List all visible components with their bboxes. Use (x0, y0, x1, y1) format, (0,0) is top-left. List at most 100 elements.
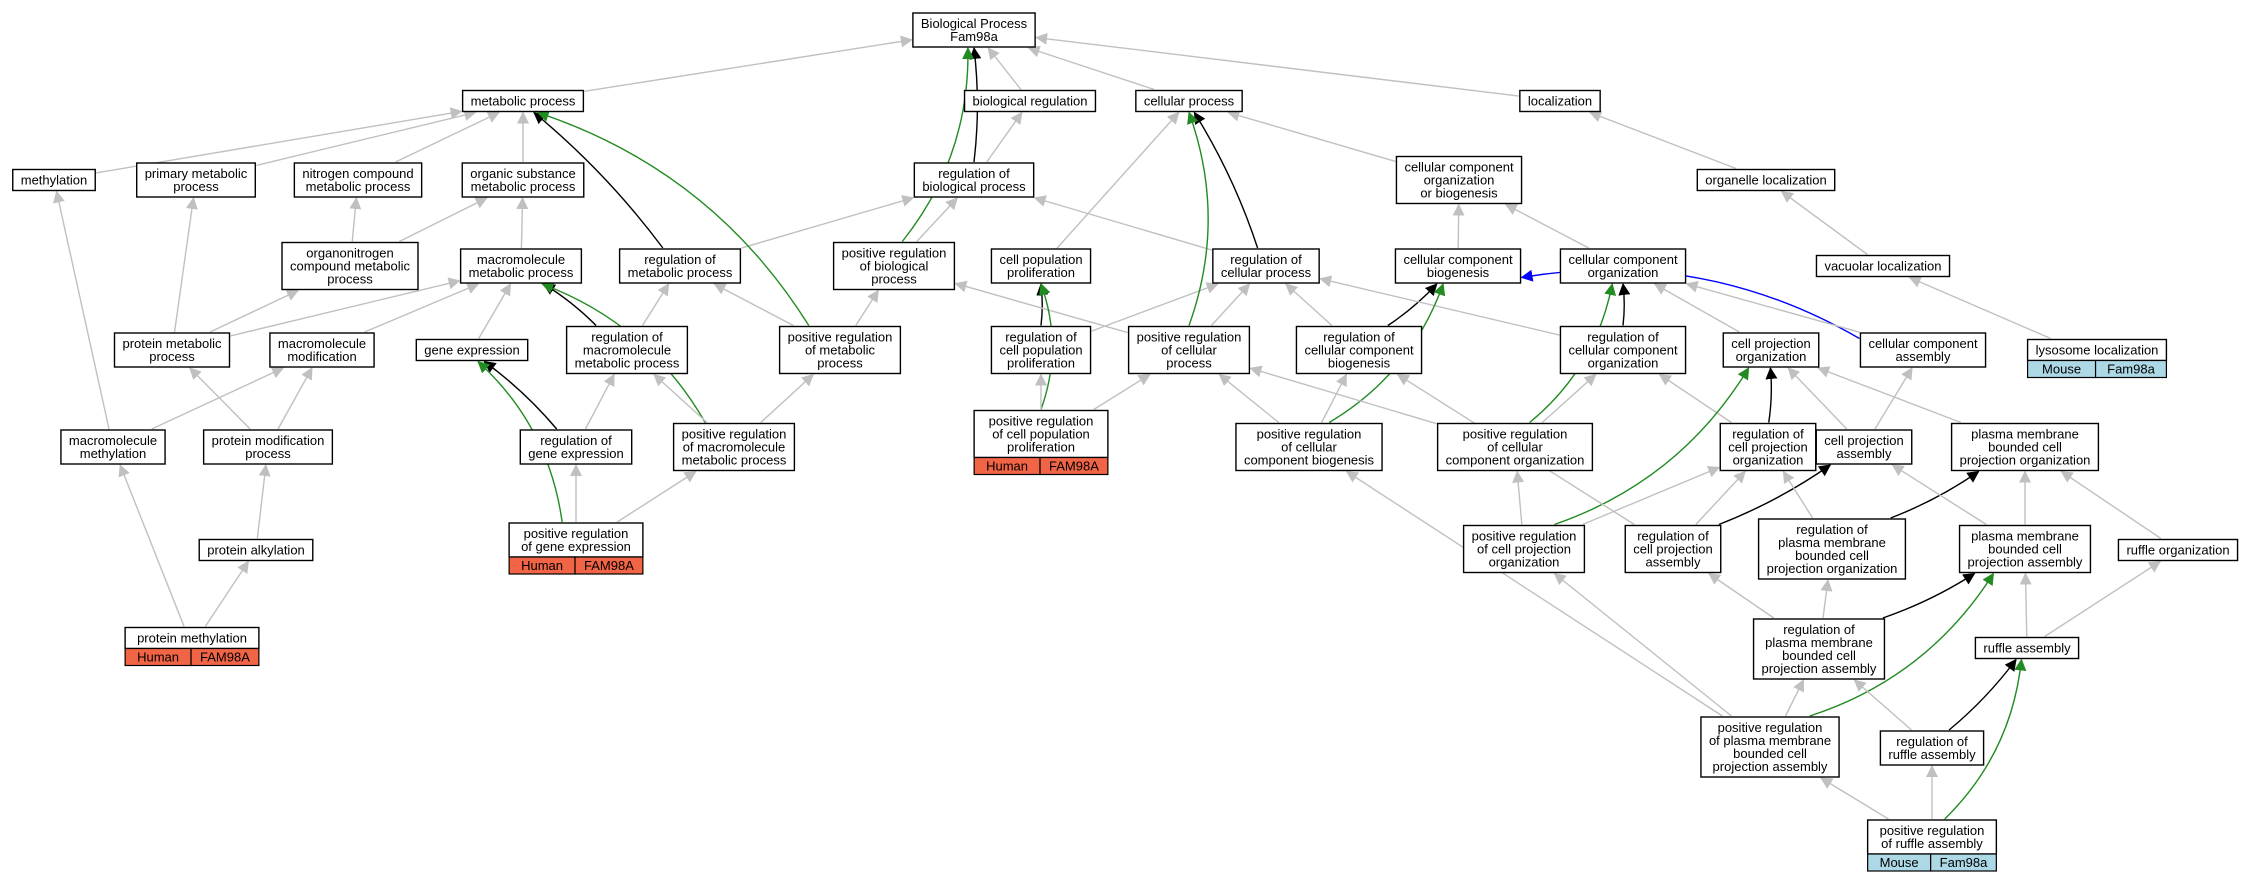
node-label-line: protein modification (212, 433, 325, 448)
go-term-node-metabolic[interactable]: metabolic process (461, 89, 585, 113)
edge-regmet-to-regbio (741, 195, 915, 249)
node-label-line: bounded cell (1782, 648, 1856, 663)
node-box (1519, 89, 1601, 113)
edge-posregcell-to-cellular (1187, 111, 1209, 326)
node-label-line: positive regulation (524, 526, 629, 541)
node-label-line: cellular component (1404, 160, 1514, 175)
node-box (1559, 325, 1687, 375)
edge-orgloc-to-localization (1589, 110, 1737, 170)
edge-vacloc-to-orgloc (1780, 190, 1868, 256)
node-label-line: cellular component (1403, 252, 1513, 267)
node-box (113, 332, 231, 368)
go-term-node-ruffleorg[interactable]: ruffle organization (2117, 538, 2239, 562)
node-label-line: assembly (1896, 349, 1951, 364)
edge-macromethyl-to-methylation (53, 190, 110, 430)
node-box (2117, 538, 2239, 562)
node-label-line: of plasma membrane (1709, 733, 1831, 748)
edge-macromethyl-to-macromod (151, 367, 285, 430)
gene-cell (2094, 359, 2168, 379)
go-term-node-localization[interactable]: localization (1519, 89, 1601, 113)
node-label-line: methylation (80, 446, 146, 461)
edge-posregmet-to-regmet (713, 283, 794, 327)
species-label: Human (137, 650, 179, 665)
go-term-node-protalk[interactable]: protein alkylation (198, 538, 314, 562)
edge-regpmbcpa-to-pmbcpa (1882, 572, 1976, 619)
node-box (1127, 325, 1251, 375)
node-label-line: regulation of (1323, 330, 1395, 345)
edge-cellular-to-root (1027, 45, 1155, 91)
node-label-line: of macromolecule (683, 440, 786, 455)
edge-macromod-to-macromet (364, 282, 480, 333)
edge-protmod-to-protmet (189, 367, 251, 430)
node-box (461, 162, 585, 198)
go-term-node-vacloc[interactable]: vacuolar localization (1815, 254, 1951, 278)
go-term-node-methylation[interactable]: methylation (12, 168, 96, 192)
node-label-line: cell population (999, 343, 1082, 358)
edge-posregpmbcpa-to-pmbcpa (1809, 572, 1995, 717)
go-term-node-bioreg[interactable]: biological regulation (963, 89, 1097, 113)
edge-ruffleassem-to-pmbcpa (2019, 572, 2032, 637)
node-box (1722, 332, 1820, 368)
node-label-line: positive regulation (842, 246, 947, 261)
edge-regpmbcpo-to-regcellproj (1782, 470, 1814, 519)
node-label-line: of cellular (1487, 440, 1543, 455)
node-label-line: plasma membrane (1765, 635, 1873, 650)
node-label-line: cell population (999, 252, 1082, 267)
go-term-node-geneexp[interactable]: gene expression (415, 338, 529, 362)
node-label-line: protein methylation (137, 631, 247, 646)
node-label-line: biogenesis (1427, 265, 1490, 280)
go-term-node-orgloc[interactable]: organelle localization (1696, 168, 1836, 192)
node-box (1696, 168, 1836, 192)
go-term-node-ruffleassem[interactable]: ruffle assembly (1974, 636, 2080, 660)
go-term-node-cellular[interactable]: cellular process (1135, 89, 1243, 113)
node-label-line: process (1166, 356, 1212, 371)
node-label-line: regulation of (1005, 330, 1077, 345)
